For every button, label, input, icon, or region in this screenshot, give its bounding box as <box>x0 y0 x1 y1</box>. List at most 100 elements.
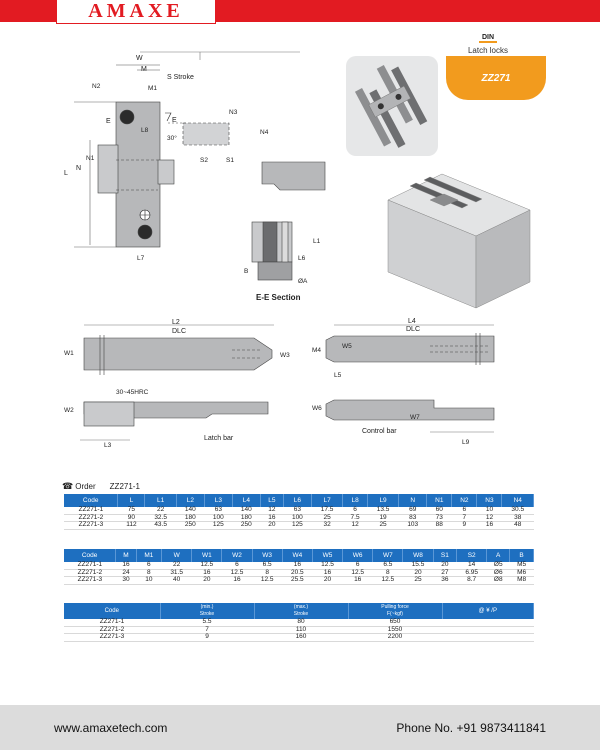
table1-header-14: N3 <box>476 494 503 507</box>
table-cell: 12.5 <box>221 569 253 577</box>
mold-assembly-render <box>387 173 531 309</box>
table-cell: 8 <box>372 569 403 577</box>
dim-w5: W5 <box>342 343 352 350</box>
table1-header-13: N2 <box>451 494 478 507</box>
phone-number: Phone No. +91 9873411841 <box>396 720 546 735</box>
dim-phi-a: ØA <box>298 278 308 285</box>
table-cell: 140 <box>232 506 261 515</box>
table-cell: ZZ271-1 <box>64 561 116 570</box>
footer-bar: www.amaxetech.com Phone No. +91 98734118… <box>0 705 600 750</box>
table3-header-min: (min.) Stroke <box>160 603 255 619</box>
table-cell: 31.5 <box>161 569 192 577</box>
table2-header-15: B <box>509 549 534 562</box>
table-cell: 110 <box>254 626 348 634</box>
table-cell: 10 <box>476 506 502 515</box>
table-cell: ZZ271-3 <box>64 576 116 585</box>
table-cell: 24 <box>115 569 137 577</box>
dim-w2: W2 <box>64 407 74 414</box>
table3-min-bottom: Stroke <box>199 611 215 617</box>
table-cell: 69 <box>398 506 427 515</box>
table1-header-3: L2 <box>176 494 205 507</box>
table3-header-pull: Pulling force F(~kgf) <box>348 603 443 619</box>
product-code: ZZ271 <box>481 72 511 84</box>
din-text: DIN <box>478 34 498 43</box>
table-cell: 25.5 <box>282 576 313 585</box>
table-cell: 43.5 <box>144 521 177 530</box>
main-assembly-view <box>74 51 300 248</box>
table-cell: Ø8 <box>486 576 510 585</box>
table3-max-bottom: Stroke <box>293 611 309 617</box>
section-view <box>251 221 293 281</box>
latch-lock-render <box>354 65 428 148</box>
table-cell: 20 <box>312 576 343 585</box>
table1-header-5: L4 <box>232 494 261 507</box>
table1-header-6: L5 <box>260 494 284 507</box>
table-cell: 25 <box>311 514 343 522</box>
table-cell: 75 <box>117 506 145 515</box>
table-cell: 6.95 <box>456 569 487 577</box>
table-cell: 80 <box>254 618 348 627</box>
table1-header-4: L3 <box>204 494 233 507</box>
table-cell: 125 <box>204 521 233 530</box>
section-mark-e-left: E <box>106 118 111 125</box>
table-cell: 14 <box>456 561 487 570</box>
product-code-badge: ZZ271 <box>446 56 546 100</box>
table-cell: 250 <box>232 521 261 530</box>
table2-header-0: Code <box>64 549 117 562</box>
control-bar-caption: Control bar <box>362 428 397 435</box>
table-cell: 27 <box>433 569 457 577</box>
table-cell: 63 <box>204 506 233 515</box>
table2-header-8: W5 <box>312 549 344 562</box>
table-cell: 9 <box>160 633 254 642</box>
technical-drawings: W M M1 S Stroke N2 N3 N4 L N N1 L8 L7 E … <box>64 51 531 449</box>
table-cell: 20.5 <box>282 569 313 577</box>
dim-w: W <box>136 55 143 62</box>
table-cell: 16 <box>115 561 137 570</box>
dim-l4: L4 <box>408 318 416 325</box>
table-cell: 112 <box>117 521 145 530</box>
table2-header-10: W7 <box>372 549 404 562</box>
table-cell: 30 <box>115 576 137 585</box>
dim-n2: N2 <box>92 83 101 90</box>
table3-pull-top: Pulling force <box>381 604 409 610</box>
order-label: Order <box>75 482 96 491</box>
table-cell: 60 <box>426 506 452 515</box>
table-cell: 13.5 <box>367 506 399 515</box>
table2-header-13: S2 <box>456 549 488 562</box>
section-mark-e-right: E <box>172 117 177 124</box>
table2-header-3: W <box>161 549 193 562</box>
dim-m: M <box>141 66 147 73</box>
table3-header-max: (max.) Stroke <box>254 603 349 619</box>
table-cell: 2200 <box>348 633 442 642</box>
dim-l5: L5 <box>334 372 342 379</box>
dim-s2: S2 <box>200 157 208 164</box>
table-cell: 36 <box>433 576 457 585</box>
website-link[interactable]: www.amaxetech.com <box>54 720 168 735</box>
table-cell: M5 <box>509 561 534 570</box>
table-cell: 650 <box>348 618 442 627</box>
dim-l9: L9 <box>462 439 470 446</box>
table-cell: Ø6 <box>486 569 510 577</box>
table-cell: 90 <box>117 514 145 522</box>
table-cell: 16 <box>282 561 313 570</box>
category-label: Latch locks <box>467 46 509 55</box>
brand-logo-text: AMAXE <box>88 0 184 22</box>
table-cell: 103 <box>398 521 427 530</box>
table-cell: 63 <box>283 506 312 515</box>
side-latch-profile <box>261 161 326 191</box>
table3-max-top: (max.) <box>293 604 309 610</box>
table2-header-1: M <box>115 549 137 562</box>
table1-header-7: L6 <box>283 494 312 507</box>
table-cell: 8 <box>252 569 283 577</box>
table-cell: 73 <box>426 514 452 522</box>
table-cell: 16 <box>476 521 502 530</box>
table-cell: 20 <box>191 576 222 585</box>
table2-header-7: W4 <box>282 549 313 562</box>
table-cell: 180 <box>176 514 205 522</box>
dim-l3: L3 <box>104 442 112 449</box>
table2-header-12: S1 <box>433 549 458 562</box>
